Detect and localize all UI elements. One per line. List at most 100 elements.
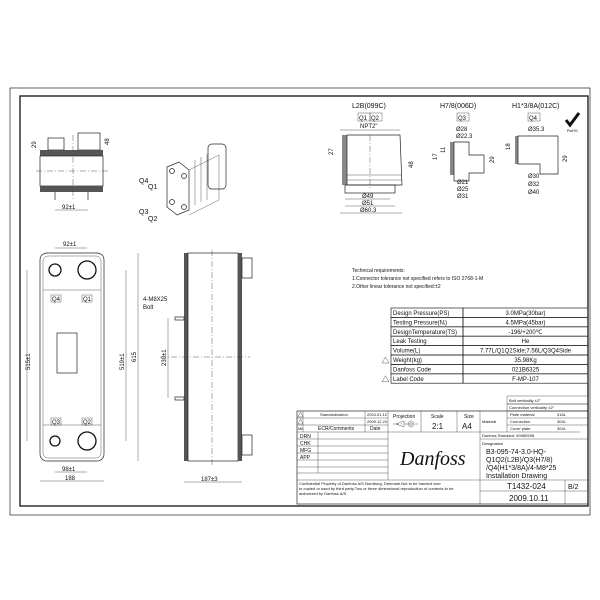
port-label: Q4 xyxy=(52,297,61,303)
connection-verticality: Connection verticality ±2° xyxy=(509,405,555,410)
tech-req-item: 2.Other linear tolerance not specified:±… xyxy=(352,284,441,290)
projection-symbol-icon xyxy=(393,420,418,428)
confidential-note: authorized by Danfoss A/S. xyxy=(299,491,347,496)
title-block: Bolt verticality ±2° Connection vertical… xyxy=(296,395,589,505)
warning-triangle-icon xyxy=(381,356,390,364)
side-view: 230±1 4-M8X25 Bolt 187±3 xyxy=(143,250,253,483)
material-value: 304L xyxy=(557,419,567,424)
port-label: Q3 xyxy=(52,420,61,426)
material-value: 316L xyxy=(557,412,567,417)
port-label: Q2 xyxy=(148,216,157,223)
rohs-label: RoHS xyxy=(567,128,578,133)
spec-value: F-MP-107 xyxy=(512,377,539,383)
date-label: Date xyxy=(370,426,381,432)
top-view: 29 48 92±1 xyxy=(32,132,111,211)
connector-title: L2B(099C) xyxy=(352,103,386,110)
port-tag: Q3 xyxy=(458,116,467,122)
port-label: Q1 xyxy=(148,184,157,191)
inner-frame xyxy=(19,95,589,507)
material-label: Material xyxy=(482,419,496,424)
port-label: Q4 xyxy=(139,178,148,185)
port-label: Q3 xyxy=(139,209,148,216)
dim: Ø31 xyxy=(457,194,469,200)
spec-value: -196/+200℃ xyxy=(509,330,543,336)
revision-date: 2024.01.12 xyxy=(367,412,388,417)
dim: 92±1 xyxy=(63,242,77,248)
role-app: APP xyxy=(300,455,311,461)
tech-req-item: 1.Connector tolerance not specified refe… xyxy=(352,276,483,282)
ecr-label: ECR/Comments xyxy=(318,426,355,432)
connector-title: H1*3/8A(012C) xyxy=(512,103,559,110)
revision-date: 2009.12.23 xyxy=(367,419,388,424)
material-part: Plate material xyxy=(510,412,535,417)
dim: 29 xyxy=(32,141,38,148)
connector-title: H7/8(006D) xyxy=(440,103,476,110)
dim: 11 xyxy=(441,146,447,153)
spec-value: 35.98Kg xyxy=(514,358,536,364)
role-mfg: MFG xyxy=(300,448,311,454)
spec-value-cell xyxy=(462,373,589,384)
designation-line: Q1Q2(L2B)/Q3(H7/8) xyxy=(486,457,553,464)
dim: 27 xyxy=(329,148,335,155)
connector-detail-q1q2: L2B(099C) Q1 Q2 NPT2" 27 48 Ø49 Ø51 Ø60.… xyxy=(329,103,415,214)
front-view: Q4 Q1 Q3 Q2 92±1 515±1 519±1 615 98±1 18… xyxy=(26,242,139,482)
dim: 18 xyxy=(506,143,512,150)
rohs-check-icon: RoHS xyxy=(564,112,581,133)
danfoss-standard: Danfoss Standard: 50080598 xyxy=(482,433,535,438)
spec-label: Leak Testing xyxy=(393,339,427,345)
designation-line: Installation Drawing xyxy=(486,473,547,480)
bolt-callout: Bolt xyxy=(143,305,154,311)
dim: 92±1 xyxy=(62,205,76,211)
confidential-note: to copied or used by third party.Two or … xyxy=(299,486,454,491)
port-label: Q1 xyxy=(83,297,92,303)
material-part: Cover plate xyxy=(510,426,531,431)
dim: Ø35.3 xyxy=(528,127,545,133)
sheet-number: B/2 xyxy=(568,484,579,491)
spec-label: Testing Pressure(Nᵢ) xyxy=(393,320,447,326)
scale-label: Scale xyxy=(431,414,444,420)
dim: Ø32 xyxy=(528,182,540,188)
dim: 188 xyxy=(65,476,76,482)
projection-label: Projection xyxy=(393,414,415,420)
dim: Ø51 xyxy=(362,201,374,207)
spec-label: Label Code xyxy=(393,377,424,383)
connector-detail-q4: H1*3/8A(012C) Q4 Ø35.3 18 29 Ø30 Ø32 Ø40 xyxy=(506,103,569,196)
drawing-date: 2009.10.11 xyxy=(509,494,549,503)
connector-detail-q3: H7/8(006D) Q3 Ø28 Ø22.3 17 11 29 Ø21 Ø25… xyxy=(433,103,496,200)
dim: 48 xyxy=(409,161,415,168)
dim: 187±3 xyxy=(201,477,218,483)
spec-value: He xyxy=(522,339,530,345)
spec-value: 7.77L/Q1Q2Side;7.56L/Q3Q4Side xyxy=(480,349,572,355)
dim: 615 xyxy=(132,351,138,362)
dim: Ø21 xyxy=(457,180,469,186)
dim: Ø28 xyxy=(456,127,468,133)
port-tag: Q1 xyxy=(359,116,368,122)
warning-triangle-icon xyxy=(381,375,390,382)
dim: Ø30 xyxy=(528,174,540,180)
spec-value: 4.5MPa(45bar) xyxy=(505,320,545,326)
spec-value: 3.0MPa(30bar) xyxy=(505,311,545,317)
dim: 48 xyxy=(105,138,111,145)
drawing-number: T1432-024 xyxy=(507,482,546,491)
spec-label: DesignTemperature(TS) xyxy=(393,330,457,336)
danfoss-logo: Danfoss xyxy=(399,448,466,470)
designation-line: B3-095-74-3.0-HQ- xyxy=(486,449,547,456)
material-value: 304L xyxy=(557,426,567,431)
size-label: Size xyxy=(464,414,474,420)
spec-value: 021B6325 xyxy=(512,367,540,373)
spec-label: Weight(kg) xyxy=(393,358,422,364)
revision-triangle-icon xyxy=(297,418,304,425)
dim: 29 xyxy=(563,155,569,162)
dim: Ø60.3 xyxy=(360,208,377,214)
tech-req-title: Technical requirements: xyxy=(352,268,405,274)
designation-line: /Q4(H1*3/8A)/4-M8*25 xyxy=(486,465,557,472)
spec-label: Design Pressure(PS) xyxy=(393,311,449,317)
revision-triangle-icon xyxy=(297,411,304,418)
dim: 515±1 xyxy=(26,353,32,370)
dim: 230±1 xyxy=(162,349,168,366)
spec-label: Danfoss Code xyxy=(393,367,432,373)
designation-label: Designation xyxy=(482,441,503,446)
bolt-callout: 4-M8X25 xyxy=(143,297,168,303)
technical-requirements: Technical requirements: 1.Connector tole… xyxy=(352,268,483,290)
